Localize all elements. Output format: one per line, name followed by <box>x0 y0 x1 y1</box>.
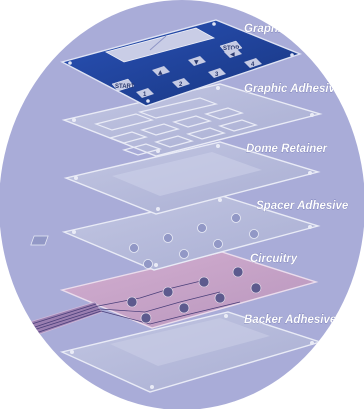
arrow-key-left: ◀ <box>224 48 242 58</box>
start-key: START <box>111 78 135 92</box>
dome-retainer-layer <box>63 141 321 215</box>
graphic-overlay-layer: START STOP ▲ ▼ ◀ 1 <box>60 19 303 107</box>
svg-text:2: 2 <box>179 82 183 88</box>
key-3: 3 <box>208 68 226 78</box>
stop-key-label: STOP <box>223 46 239 52</box>
svg-text:3: 3 <box>215 72 219 78</box>
svg-text:1: 1 <box>143 92 147 98</box>
key-4: 4 <box>244 58 262 68</box>
down-arrow-icon: ▼ <box>194 59 199 66</box>
label-graphic-adhesive: Graphic Adhesive <box>244 83 342 95</box>
label-backer-adhesive: Backer Adhesive <box>244 314 337 326</box>
left-arrow-icon: ◀ <box>230 51 235 58</box>
key-1: 1 <box>136 88 154 98</box>
up-arrow-icon: ▲ <box>158 69 163 76</box>
key-2: 2 <box>172 78 190 88</box>
arrow-key-down: ▼ <box>188 56 206 66</box>
label-spacer-adhesive: Spacer Adhesive <box>256 200 349 212</box>
arrow-key-up: ▲ <box>152 66 170 76</box>
label-dome-retainer: Dome Retainer <box>246 143 328 155</box>
label-circuitry: Circuitry <box>250 253 298 265</box>
start-key-label: START <box>115 84 135 90</box>
stop-key: STOP <box>219 40 243 54</box>
label-graphic: Graphic <box>244 23 288 35</box>
svg-text:4: 4 <box>251 62 255 68</box>
